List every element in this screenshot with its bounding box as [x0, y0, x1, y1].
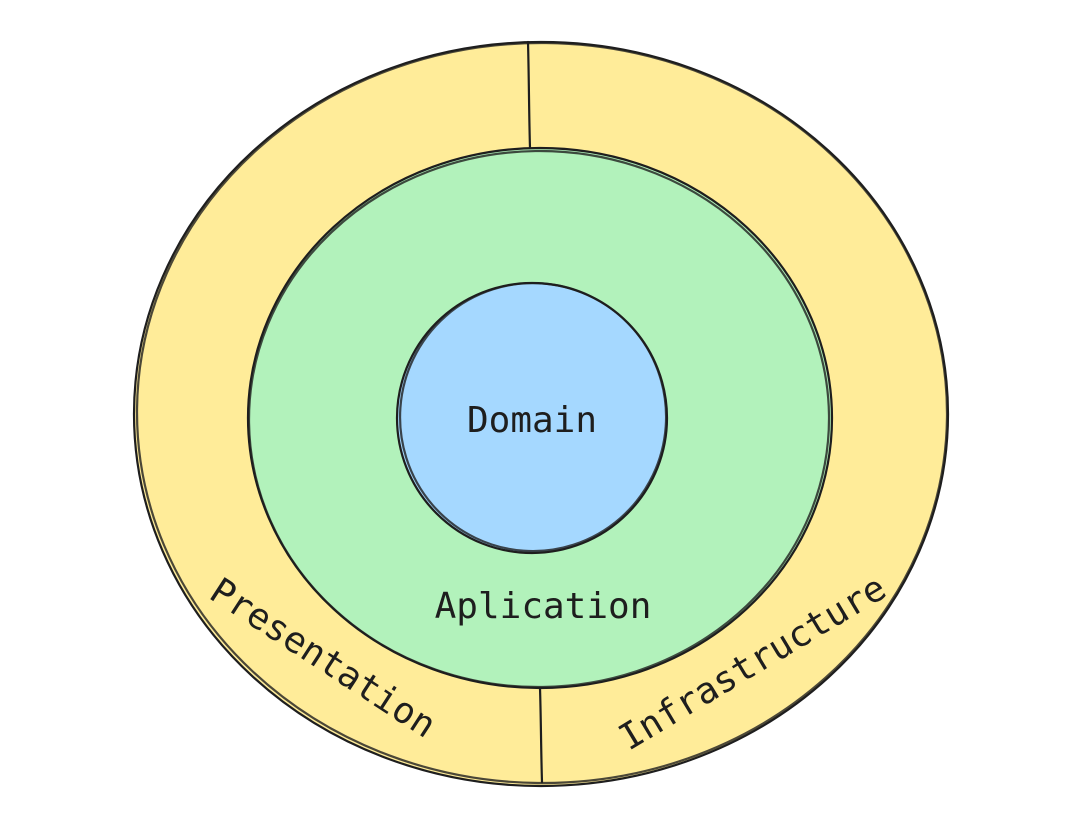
domain-circle-stroke-sketch: [398, 281, 668, 553]
domain-circle-fill: [397, 283, 667, 553]
top-divider-line: [526, 40, 532, 150]
domain-label: Domain: [467, 400, 597, 441]
inner-circle: [395, 281, 669, 555]
outer-ring-stroke-sketch: [135, 41, 949, 785]
application-label: Aplication: [435, 586, 652, 627]
bottom-divider-line: [538, 686, 544, 784]
application-ring-stroke-sketch: [247, 149, 831, 689]
